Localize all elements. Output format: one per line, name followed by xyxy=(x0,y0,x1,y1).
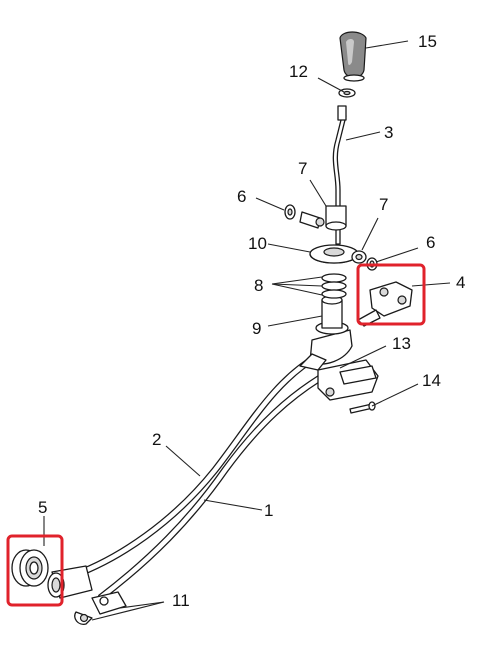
callout-7-left: 7 xyxy=(298,159,307,178)
callout-7-right: 7 xyxy=(379,195,388,214)
housing-part-9 xyxy=(299,295,353,371)
rings-part-8 xyxy=(321,273,347,299)
clips-part-11 xyxy=(74,591,127,625)
bushing-part-6-left xyxy=(284,204,296,220)
callout-2: 2 xyxy=(152,430,161,449)
callout-9: 9 xyxy=(252,319,261,338)
bushing-part-7-right xyxy=(351,250,367,264)
callout-6-right: 6 xyxy=(426,233,435,252)
callout-1: 1 xyxy=(264,501,273,520)
callout-3: 3 xyxy=(384,123,393,142)
callout-5: 5 xyxy=(38,498,47,517)
bushing-part-5 xyxy=(11,549,49,587)
callout-10: 10 xyxy=(248,234,267,253)
knob-part-15 xyxy=(339,31,367,82)
boot-part-10 xyxy=(309,244,359,264)
bracket-part-13 xyxy=(317,359,379,401)
pin-part-7-left xyxy=(299,211,325,229)
cable-end-left xyxy=(47,565,93,599)
bolt-part-14 xyxy=(349,401,376,414)
cable-1 xyxy=(97,368,332,601)
callout-4: 4 xyxy=(456,273,465,292)
highlight-box-part-5 xyxy=(6,534,64,607)
callout-11: 11 xyxy=(172,591,190,610)
highlight-box-part-4 xyxy=(356,263,426,326)
callout-12: 12 xyxy=(289,62,308,81)
bracket-part-4 xyxy=(357,281,413,327)
callout-8: 8 xyxy=(254,276,263,295)
callout-13: 13 xyxy=(392,334,411,353)
lever-part-3 xyxy=(325,105,347,245)
callout-6-left: 6 xyxy=(237,187,246,206)
callout-15: 15 xyxy=(418,32,437,51)
leader-lines xyxy=(43,40,451,621)
cable-2 xyxy=(64,352,320,582)
callout-14: 14 xyxy=(422,371,441,390)
